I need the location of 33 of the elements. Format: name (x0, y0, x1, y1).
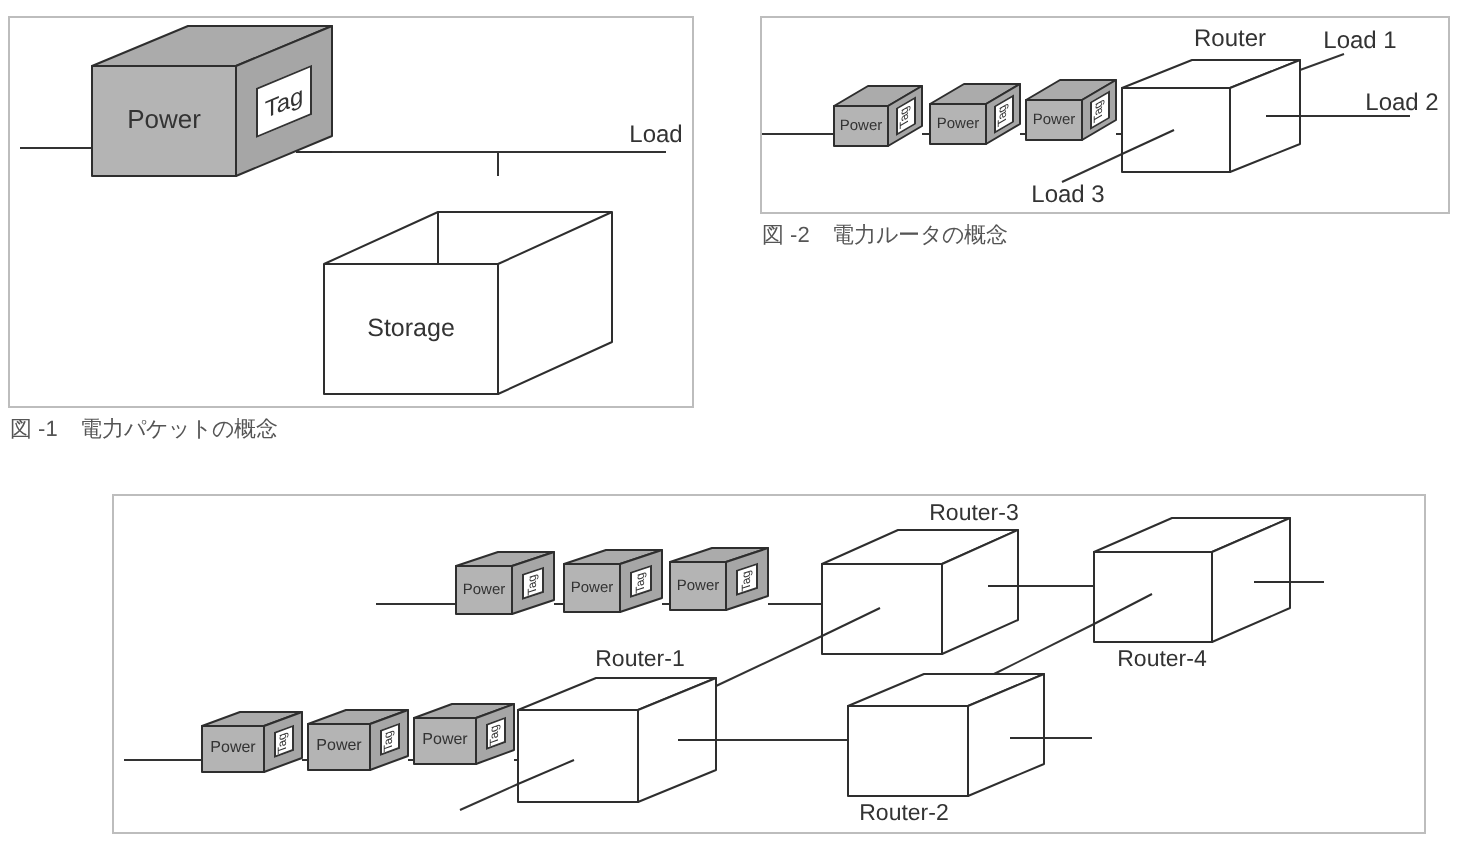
cube-label: Router (1193, 26, 1267, 54)
connector-line (993, 623, 1095, 675)
connector-line (761, 133, 835, 135)
end-label: Load 1 (1320, 28, 1400, 54)
connector-line (1299, 53, 1345, 71)
connector-line (1043, 737, 1093, 739)
cube-label: Power (127, 106, 201, 136)
cube-label: Power (316, 738, 362, 756)
connector-line (19, 147, 93, 149)
cube-label: Router-2 (859, 801, 949, 827)
figure-caption: 図 -1 電力パケットの概念 (10, 418, 278, 444)
end-label: Load (626, 122, 686, 152)
cube-label: Router-1 (595, 647, 685, 673)
connector-line (553, 603, 565, 605)
end-label: Load 2 (1364, 90, 1440, 116)
connector-line (459, 783, 519, 811)
connector-line (375, 603, 457, 605)
connector-line (1061, 153, 1123, 183)
connector-line (123, 759, 203, 761)
connector-line (715, 739, 849, 741)
end-label: Load 3 (1028, 182, 1108, 208)
connector-line (1299, 115, 1411, 117)
cube-label: Power (422, 732, 468, 750)
cube-label: Router-4 (1117, 647, 1207, 673)
cube-label: Router-3 (929, 501, 1019, 527)
connector-line (767, 603, 823, 605)
connector-line (715, 635, 823, 687)
connector-line (331, 151, 499, 177)
figure-caption: 図 -2 電力ルータの概念 (762, 224, 1008, 250)
cube-label: Storage (367, 315, 455, 343)
cube-label: Power (210, 740, 256, 758)
connector-line (1017, 585, 1095, 587)
connector-line (1289, 581, 1325, 583)
